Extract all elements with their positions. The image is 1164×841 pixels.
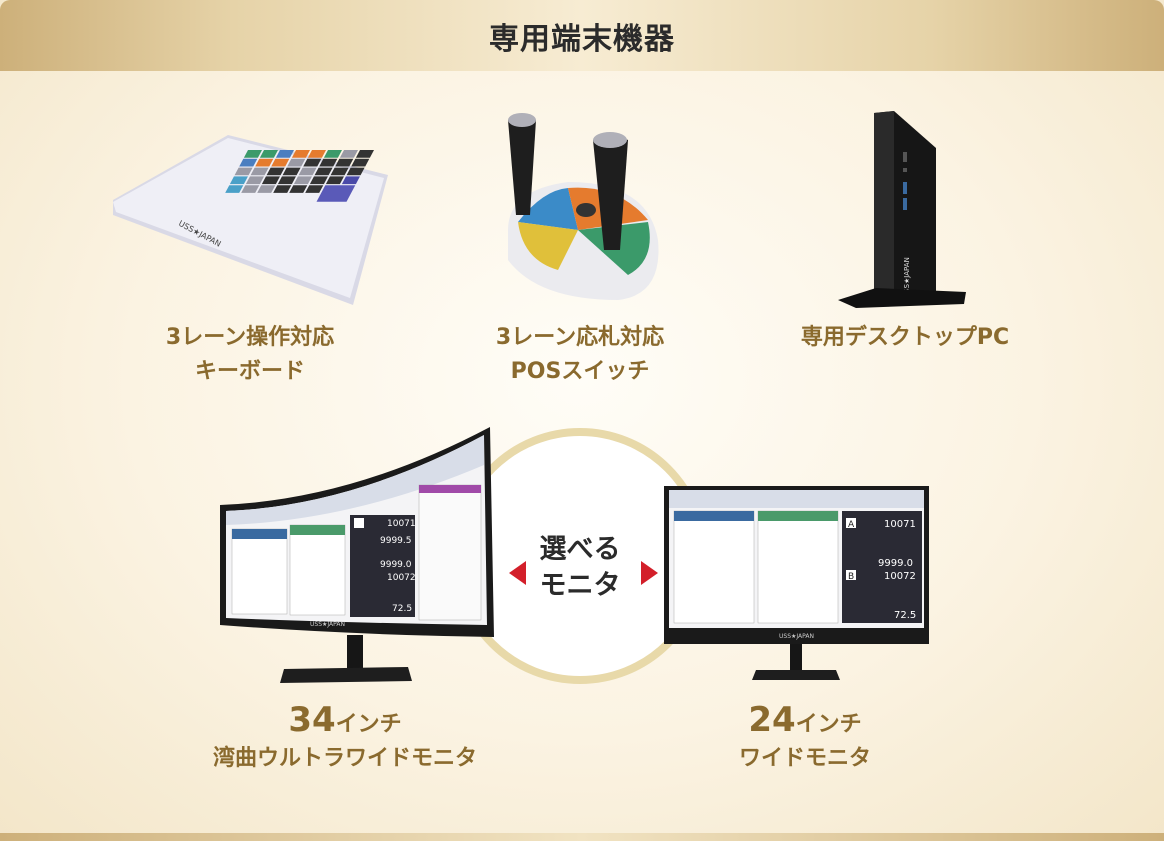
arrow-left-icon <box>509 561 526 585</box>
curved-price-a: 9999.5 <box>380 536 412 546</box>
desktop-pc-image: USS★JAPAN <box>838 111 966 308</box>
section-title: 専用端末機器 <box>489 21 675 57</box>
desktop-pc-logo: USS★JAPAN <box>903 257 911 298</box>
wide-lane-b-number: 10072 <box>884 571 916 582</box>
wide-lane-b-label: B <box>848 572 854 582</box>
curved-monitor-logo: USS★JAPAN <box>310 621 345 628</box>
curved-price-b: 9999.0 <box>380 560 412 570</box>
curved-monitor-unit: インチ <box>335 712 402 737</box>
curved-monitor-size: 34 <box>288 700 336 740</box>
pos-switch-label-line1: 3レーン応札対応 <box>495 325 665 350</box>
wide-price-c: 72.5 <box>894 610 916 621</box>
curved-lane-a-number: 10071 <box>387 519 416 529</box>
keyboard-label-line1: 3レーン操作対応 <box>165 325 335 350</box>
wide-monitor-image: A 10071 9999.0 B 10072 72.5 USS★JAPAN <box>664 486 929 680</box>
pos-switch-label-line2: POSスイッチ <box>510 359 650 384</box>
choose-line2: モニタ <box>539 570 621 601</box>
wide-monitor-size-line: 24インチ <box>680 700 930 742</box>
pos-switch-image <box>508 113 659 300</box>
curved-price-c: 72.5 <box>392 604 412 614</box>
desktop-pc-label-line1: 専用デスクトップPC <box>800 325 1010 350</box>
curved-monitor-name: 湾曲ウルトラワイドモニタ <box>212 746 477 771</box>
section-header: 専用端末機器 <box>0 0 1164 71</box>
curved-monitor-size-line: 34インチ <box>180 700 510 742</box>
keyboard-label-line2: キーボード <box>194 359 305 384</box>
curved-monitor-image: 10071 9999.5 9999.0 10072 72.5 USS★JAPAN <box>220 427 494 683</box>
wide-monitor-name: ワイドモニタ <box>738 746 871 771</box>
pos-switch-label: 3レーン応札対応 POSスイッチ <box>460 321 700 389</box>
desktop-pc-label: 専用デスクトップPC <box>780 321 1030 355</box>
wide-lane-a-label: A <box>848 520 855 530</box>
wide-monitor-logo: USS★JAPAN <box>779 633 814 640</box>
wide-price-a: 9999.0 <box>878 558 913 569</box>
keyboard-image: USS★JAPAN <box>113 135 388 305</box>
choose-monitor-text: 選べる モニタ <box>530 532 630 604</box>
wide-monitor-unit: インチ <box>795 712 862 737</box>
arrow-right-icon <box>641 561 658 585</box>
wide-monitor-label: 24インチ ワイドモニタ <box>680 700 930 776</box>
wide-lane-a-number: 10071 <box>884 519 916 530</box>
wide-monitor-size: 24 <box>748 700 796 740</box>
keyboard-label: 3レーン操作対応 キーボード <box>130 321 370 389</box>
curved-lane-b-number: 10072 <box>387 573 416 583</box>
bottom-divider <box>0 833 1164 841</box>
curved-monitor-label: 34インチ 湾曲ウルトラワイドモニタ <box>180 700 510 776</box>
choose-line1: 選べる <box>539 534 621 565</box>
